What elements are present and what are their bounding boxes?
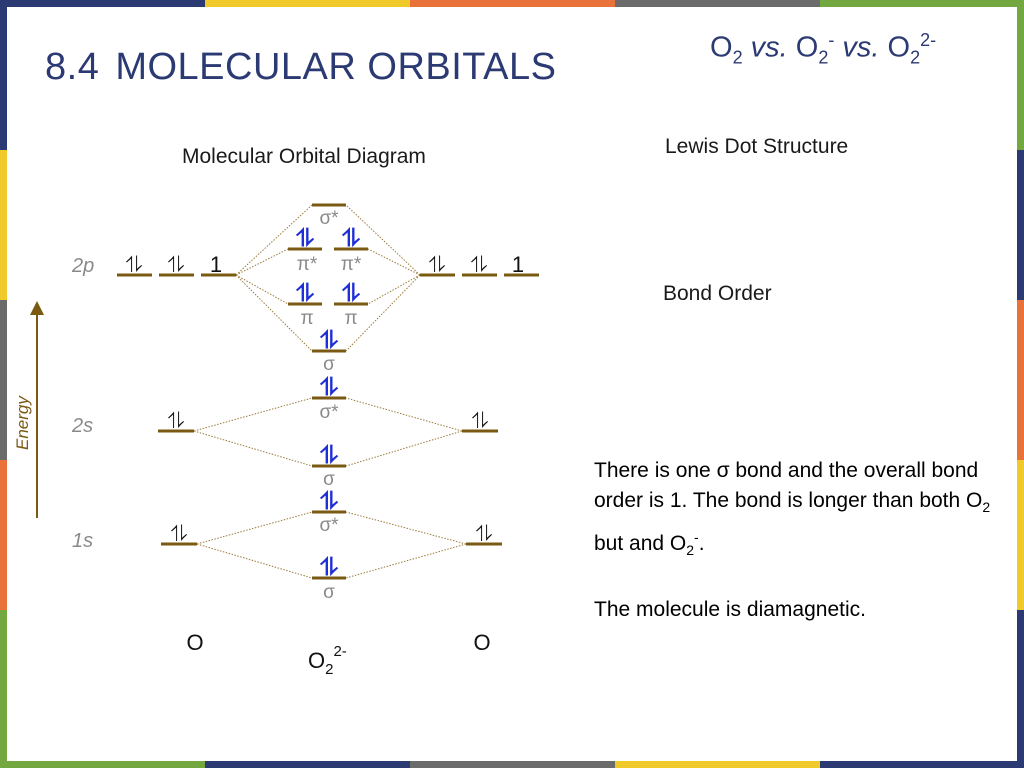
level-label-1s: 1s <box>72 530 93 552</box>
electrons-sigma-star-2s: ⥮ <box>320 374 338 401</box>
molecule-label: O22- <box>308 643 347 678</box>
explanation-end: . <box>698 532 705 556</box>
stripe-left-5 <box>0 610 7 768</box>
stripe-left-2 <box>0 150 7 300</box>
correlation-lines <box>193 204 467 579</box>
label-pi-b: π <box>344 308 357 329</box>
species-o2-2minus: O <box>887 31 911 64</box>
electrons-left-2p-2: ⥮ <box>168 252 184 277</box>
electrons-right-2p-2: ⥮ <box>471 252 487 277</box>
stripe-left-3 <box>0 300 7 460</box>
mo-diagram-heading: Molecular Orbital Diagram <box>182 145 426 168</box>
electrons-right-2s: ⥮ <box>472 408 488 433</box>
magnetism-statement: The molecule is diamagnetic. <box>594 598 866 622</box>
species-o2-minus: O <box>795 31 819 64</box>
explanation-part-1: There is one σ bond and the overall bond… <box>594 459 983 512</box>
species-o2-minus-sub: 2 <box>818 47 829 68</box>
atom-label-left: O <box>186 630 203 655</box>
electrons-sigma-2s: ⥮ <box>320 442 338 469</box>
stripe-right-5 <box>1017 610 1024 768</box>
species-o2: O <box>710 31 733 64</box>
label-sigma-1s: σ <box>323 582 335 603</box>
explanation-part-2: but and O <box>594 532 687 556</box>
lewis-heading: Lewis Dot Structure <box>665 135 849 158</box>
stripe-bottom-5 <box>820 761 1024 768</box>
stripe-bottom-3 <box>410 761 615 768</box>
electrons-right-2p-1: ⥮ <box>429 252 445 277</box>
species-o2-2minus-sup: 2- <box>920 30 937 50</box>
atomic-levels <box>117 273 539 546</box>
vs-2: vs. <box>842 31 880 64</box>
stripe-top-2 <box>205 0 410 7</box>
label-pi-a: π <box>300 308 313 329</box>
level-label-2p: 2p <box>71 255 94 277</box>
stripe-right-3 <box>1017 300 1024 460</box>
stripe-top-4 <box>615 0 820 7</box>
bond-order-heading: Bond Order <box>663 282 772 305</box>
bond-explanation: There is one σ bond and the overall bond… <box>594 456 1009 565</box>
explanation-sub-1: 2 <box>982 499 991 516</box>
electrons-sigma-2p: ⥮ <box>320 327 338 354</box>
explanation-text: There is one σ bond and the overall bond… <box>594 456 1009 625</box>
electrons-pi-a: ⥮ <box>296 280 314 307</box>
stripe-top-1 <box>0 0 205 7</box>
electrons-pi-star-a: ⥮ <box>296 225 314 252</box>
species-o2-2minus-sub: 2 <box>910 47 921 68</box>
species-comparison: O2 vs. O2- vs. O22- <box>710 30 936 68</box>
electrons-sigma-1s: ⥮ <box>320 554 338 581</box>
label-sigma-2s: σ <box>323 469 335 490</box>
stripe-left-4 <box>0 460 7 610</box>
stripe-bottom-1 <box>0 761 205 768</box>
electrons-left-1s: ⥮ <box>171 521 187 546</box>
molecule-base: O <box>308 648 325 673</box>
label-pi-star-b: π* <box>341 254 362 275</box>
electrons-right-2p-3: 1 <box>512 252 524 277</box>
label-pi-star-a: π* <box>297 254 318 275</box>
stripe-right-1 <box>1017 0 1024 150</box>
electrons-pi-star-b: ⥮ <box>342 225 360 252</box>
electrons-pi-b: ⥮ <box>342 280 360 307</box>
stripe-bottom-4 <box>615 761 820 768</box>
stripe-bottom-2 <box>205 761 410 768</box>
title-text: MOLECULAR ORBITALS <box>115 46 557 88</box>
electrons-left-2s: ⥮ <box>168 408 184 433</box>
stripe-right-2 <box>1017 150 1024 300</box>
species-o2-minus-sup: - <box>828 30 835 50</box>
molecular-levels <box>288 203 368 580</box>
vs-1: vs. <box>750 31 788 64</box>
stripe-top-3 <box>410 0 615 7</box>
atom-label-right: O <box>473 630 490 655</box>
slide-title: 8.4 MOLECULAR ORBITALS <box>45 46 557 89</box>
stripe-top-5 <box>820 0 1024 7</box>
label-sigma-star-2p: σ* <box>319 208 339 229</box>
molecule-sup: 2- <box>333 643 346 660</box>
stripe-left-1 <box>0 0 7 150</box>
explanation-sup-2: - <box>694 529 699 546</box>
label-sigma-star-1s: σ* <box>319 515 339 536</box>
label-sigma-2p: σ <box>323 354 335 375</box>
explanation-sub-2: 2 <box>686 542 695 559</box>
electrons-sigma-star-1s: ⥮ <box>320 488 338 515</box>
species-o2-sub: 2 <box>732 47 743 68</box>
label-sigma-star-2s: σ* <box>319 402 339 423</box>
electrons-left-2p-3: 1 <box>210 252 222 277</box>
energy-axis-label: Energy <box>13 395 32 450</box>
electrons-left-2p-1: ⥮ <box>126 252 142 277</box>
level-label-2s: 2s <box>71 415 93 437</box>
stripe-right-4 <box>1017 460 1024 610</box>
section-number: 8.4 <box>45 46 100 88</box>
molecule-sub: 2 <box>325 661 333 678</box>
electrons-right-1s: ⥮ <box>476 521 492 546</box>
